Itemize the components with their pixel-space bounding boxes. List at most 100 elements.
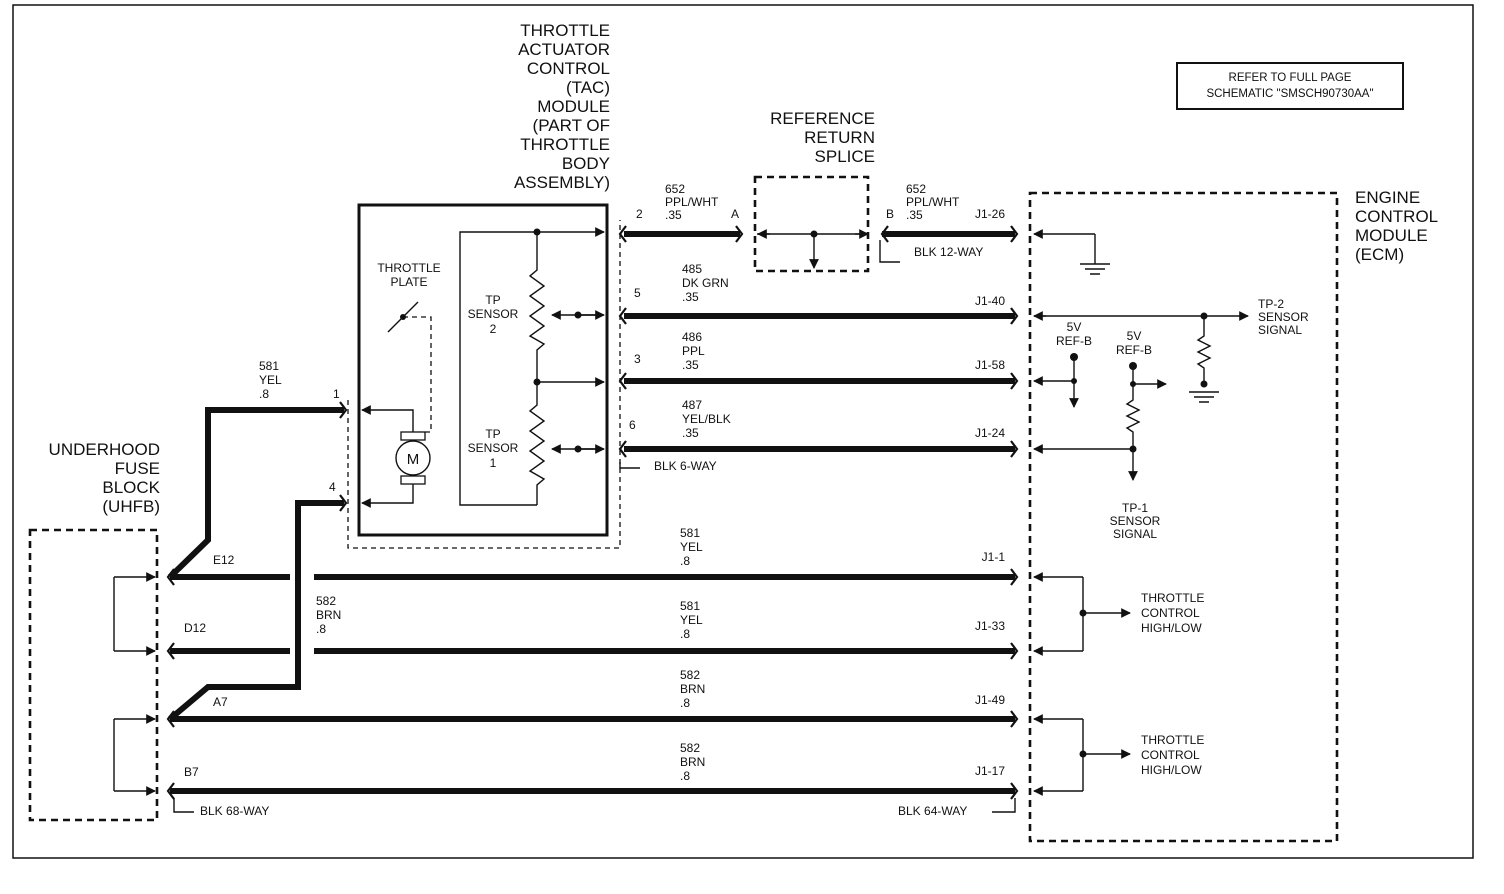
svg-text:J1-40: J1-40 <box>975 294 1005 308</box>
svg-text:BRN: BRN <box>316 608 341 622</box>
svg-text:BRN: BRN <box>680 755 705 769</box>
connector-blk-12-way: BLK 12-WAY <box>914 245 983 259</box>
splice-dashed-box <box>753 175 870 273</box>
svg-text:.35: .35 <box>682 290 699 304</box>
tp-sensor-2-label: TP SENSOR 2 <box>468 293 519 336</box>
wire-label-581-tac: 581 YEL .8 <box>259 359 282 401</box>
tp-sensor-frame <box>459 231 537 506</box>
svg-text:6: 6 <box>629 418 636 432</box>
svg-text:PPL/WHT: PPL/WHT <box>665 195 719 209</box>
tac-connector-outline <box>347 220 621 549</box>
tac-pin-labels: 2 5 3 6 1 4 <box>329 207 643 494</box>
tp-sensor-1-label: TP SENSOR 1 <box>468 427 519 470</box>
svg-text:.35: .35 <box>906 208 923 222</box>
svg-text:HIGH/LOW: HIGH/LOW <box>1141 763 1202 777</box>
svg-text:(TAC): (TAC) <box>566 78 610 97</box>
svg-text:TP: TP <box>485 293 500 307</box>
svg-text:SPLICE: SPLICE <box>815 147 875 166</box>
svg-text:486: 486 <box>682 330 702 344</box>
svg-text:ASSEMBLY): ASSEMBLY) <box>514 173 610 192</box>
wire-582-tac <box>168 500 344 722</box>
svg-text:ACTUATOR: ACTUATOR <box>518 40 610 59</box>
svg-text:BODY: BODY <box>562 154 610 173</box>
svg-text:SENSOR: SENSOR <box>1258 310 1309 324</box>
wire-label-581-e12: 581 YEL .8 <box>680 526 703 568</box>
wire-label-582-tac: 582 BRN .8 <box>316 594 341 636</box>
svg-text:487: 487 <box>682 398 702 412</box>
svg-text:UNDERHOOD: UNDERHOOD <box>49 440 160 459</box>
svg-text:BRN: BRN <box>680 682 705 696</box>
svg-text:5: 5 <box>634 286 641 300</box>
svg-text:2: 2 <box>490 322 497 336</box>
svg-text:(ECM): (ECM) <box>1355 245 1404 264</box>
wire-label-581-d12: 581 YEL .8 <box>680 599 703 641</box>
svg-text:582: 582 <box>680 741 700 755</box>
svg-text:THROTTLE: THROTTLE <box>377 261 440 275</box>
ref-b-label-2: 5V REF-B <box>1116 329 1152 357</box>
svg-text:J1-17: J1-17 <box>975 764 1005 778</box>
svg-text:3: 3 <box>634 352 641 366</box>
svg-text:(UHFB): (UHFB) <box>102 497 160 516</box>
tac-module-box <box>357 203 609 537</box>
wire-label-487: 487 YEL/BLK .35 <box>682 398 731 440</box>
svg-text:YEL/BLK: YEL/BLK <box>682 412 731 426</box>
svg-text:TP-1: TP-1 <box>1122 501 1148 515</box>
svg-text:.35: .35 <box>682 358 699 372</box>
svg-text:A7: A7 <box>213 695 228 709</box>
svg-text:CONTROL: CONTROL <box>1141 748 1200 762</box>
svg-text:1: 1 <box>490 456 497 470</box>
tp1-signal-label: TP-1 SENSOR SIGNAL <box>1110 501 1161 541</box>
tp-sensor-1-resistor <box>528 382 546 505</box>
svg-text:ENGINE: ENGINE <box>1355 188 1420 207</box>
svg-text:1: 1 <box>333 387 340 401</box>
note-line-1: REFER TO FULL PAGE <box>1229 72 1352 84</box>
svg-text:CONTROL: CONTROL <box>1141 606 1200 620</box>
svg-text:BLOCK: BLOCK <box>102 478 160 497</box>
svg-text:THROTTLE: THROTTLE <box>520 135 610 154</box>
svg-text:TP-2: TP-2 <box>1258 297 1284 311</box>
svg-text:652: 652 <box>906 182 926 196</box>
ref-b-label-1: 5V REF-B <box>1056 320 1092 348</box>
svg-text:SENSOR: SENSOR <box>468 307 519 321</box>
svg-text:D12: D12 <box>184 621 206 635</box>
svg-text:THROTTLE: THROTTLE <box>520 21 610 40</box>
uhfb-title: UNDERHOOD FUSE BLOCK (UHFB) <box>49 440 161 516</box>
wire-label-582-a7: 582 BRN .8 <box>680 668 705 710</box>
svg-text:J1-49: J1-49 <box>975 693 1005 707</box>
note-box <box>1176 62 1404 110</box>
svg-text:PLATE: PLATE <box>390 275 427 289</box>
svg-text:SIGNAL: SIGNAL <box>1258 323 1302 337</box>
throttle-plate-label: THROTTLE PLATE <box>377 261 440 289</box>
svg-text:.35: .35 <box>682 426 699 440</box>
fuse-pin-labels: E12 D12 A7 B7 <box>184 553 235 779</box>
svg-text:THROTTLE: THROTTLE <box>1141 591 1204 605</box>
svg-text:.8: .8 <box>259 387 269 401</box>
connector-ends <box>166 225 1019 800</box>
splice-pin-b: B <box>886 207 894 221</box>
svg-text:485: 485 <box>682 262 702 276</box>
svg-text:(PART OF: (PART OF <box>533 116 610 135</box>
wire-label-486: 486 PPL .35 <box>682 330 705 372</box>
svg-text:5V: 5V <box>1127 329 1142 343</box>
svg-text:REFERENCE: REFERENCE <box>770 109 875 128</box>
svg-text:CONTROL: CONTROL <box>527 59 610 78</box>
wire-label-485: 485 DK GRN .35 <box>682 262 729 304</box>
svg-text:YEL: YEL <box>680 540 703 554</box>
tac-module-title: THROTTLE ACTUATOR CONTROL (TAC) MODULE (… <box>514 21 610 192</box>
svg-text:DK GRN: DK GRN <box>682 276 729 290</box>
outer-border <box>12 4 1474 859</box>
connector-blk-64-way: BLK 64-WAY <box>898 804 967 818</box>
svg-text:581: 581 <box>259 359 279 373</box>
svg-text:652: 652 <box>665 182 685 196</box>
svg-text:B7: B7 <box>184 765 199 779</box>
svg-text:.8: .8 <box>316 622 326 636</box>
connector-blk-68-way: BLK 68-WAY <box>200 804 269 818</box>
svg-text:SENSOR: SENSOR <box>468 441 519 455</box>
wire-label-582-b7: 582 BRN .8 <box>680 741 705 783</box>
svg-text:582: 582 <box>680 668 700 682</box>
svg-text:5V: 5V <box>1067 320 1082 334</box>
svg-text:YEL: YEL <box>680 613 703 627</box>
ecm-dashed-box <box>1028 191 1339 843</box>
wire-581-tac <box>167 407 344 580</box>
